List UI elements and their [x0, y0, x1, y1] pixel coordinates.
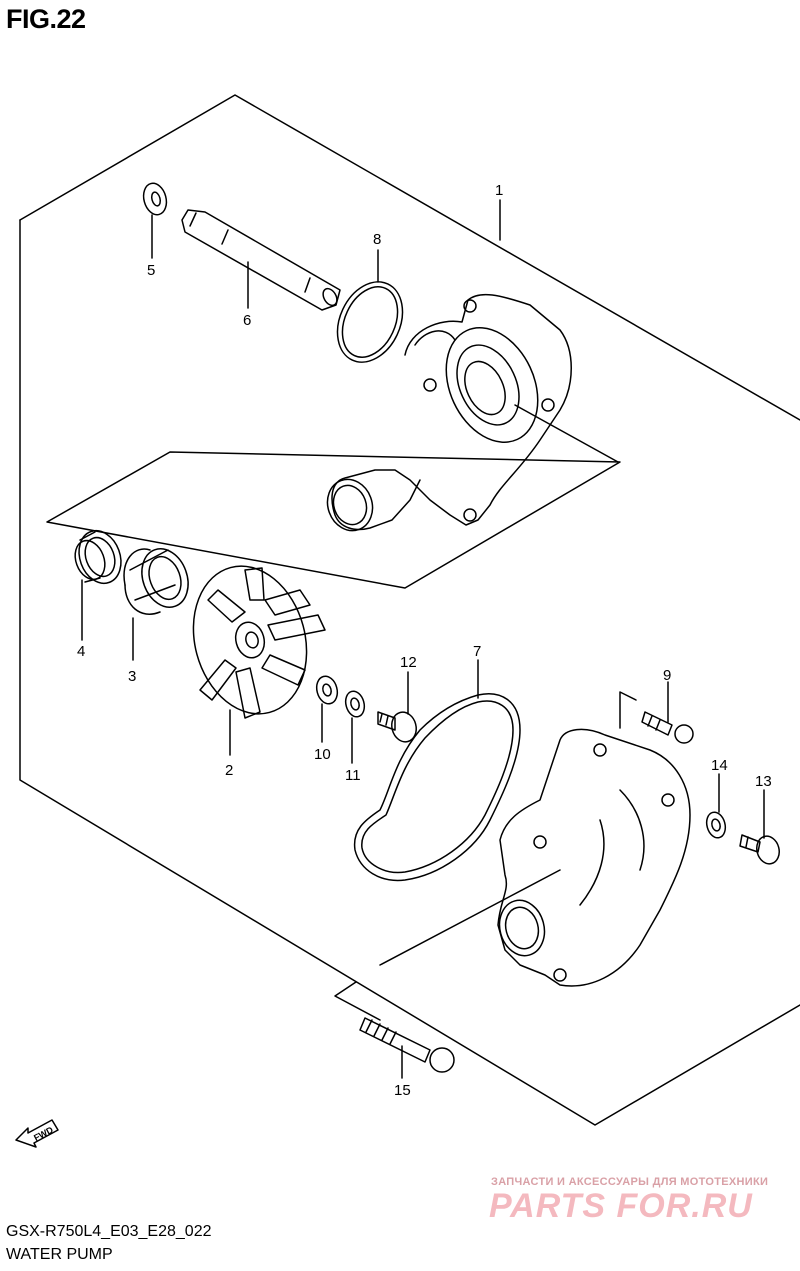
- callout-10: 10: [314, 746, 331, 763]
- fwd-arrow-icon: FWD: [15, 1119, 59, 1148]
- bolt-part-12: [377, 711, 417, 743]
- pump-body-part-1: [326, 293, 619, 532]
- gasket-part-7: [353, 693, 521, 882]
- bracket-bolt-15: [334, 981, 381, 1021]
- pump-cover: [497, 728, 691, 987]
- assembly-frame-outline-lower: [19, 219, 800, 1126]
- figure-name: WATER PUMP: [6, 1246, 113, 1263]
- callout-14: 14: [711, 757, 728, 774]
- callout-9: 9: [663, 667, 671, 684]
- subassembly-frame: [46, 451, 621, 589]
- shaft-part-6: [181, 209, 341, 311]
- callout-15: 15: [394, 1082, 411, 1099]
- washer-part-5: [142, 182, 168, 216]
- mechanical-seal-part-3: [123, 548, 189, 615]
- o-ring-part-8: [336, 281, 404, 363]
- callout-7: 7: [473, 643, 481, 660]
- divider-line: [379, 869, 561, 966]
- callout-5: 5: [147, 262, 155, 279]
- bracket-bolt-9: [619, 691, 637, 729]
- washer-part-11: [344, 690, 366, 718]
- callout-4: 4: [77, 643, 85, 660]
- oil-seal-part-4: [74, 529, 122, 585]
- callout-6: 6: [243, 312, 251, 329]
- watermark-tagline: ЗАПЧАСТИ И АКСЕССУАРЫ ДЛЯ МОТОТЕХНИКИ: [491, 1176, 769, 1188]
- callout-13: 13: [755, 773, 772, 790]
- callout-2: 2: [225, 762, 233, 779]
- washer-part-10: [315, 675, 339, 705]
- assembly-frame-outline: [19, 94, 800, 421]
- callout-3: 3: [128, 668, 136, 685]
- bolt-part-13: [739, 834, 780, 865]
- figure-title: FIG.22: [6, 4, 86, 34]
- bolt-part-9: [641, 711, 694, 744]
- impeller-part-2: [192, 565, 326, 719]
- watermark-logo: PARTS FOR.RU: [489, 1187, 753, 1225]
- bolt-part-15: [359, 1017, 455, 1073]
- washer-part-14: [705, 811, 727, 839]
- callout-11: 11: [345, 767, 361, 784]
- callout-8: 8: [373, 231, 381, 248]
- callout-1: 1: [495, 182, 503, 199]
- callout-12: 12: [400, 654, 417, 671]
- figure-model-code: GSX-R750L4_E03_E28_022: [6, 1223, 212, 1240]
